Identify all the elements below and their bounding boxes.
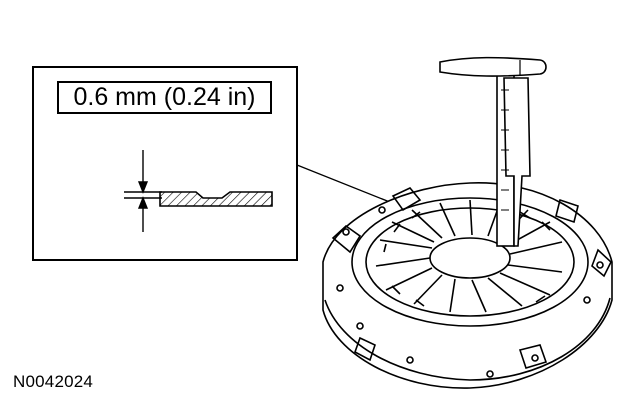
measurement-label-box: 0.6 mm (0.24 in) xyxy=(57,81,272,114)
clutch-pressure-plate-icon xyxy=(322,182,613,389)
dimension-arrows-icon xyxy=(124,150,162,232)
wear-step-cross-section xyxy=(159,191,273,207)
figure-id: N0042024 xyxy=(13,372,94,391)
caliper-icon xyxy=(439,56,547,247)
measurement-label: 0.6 mm (0.24 in) xyxy=(73,83,256,111)
